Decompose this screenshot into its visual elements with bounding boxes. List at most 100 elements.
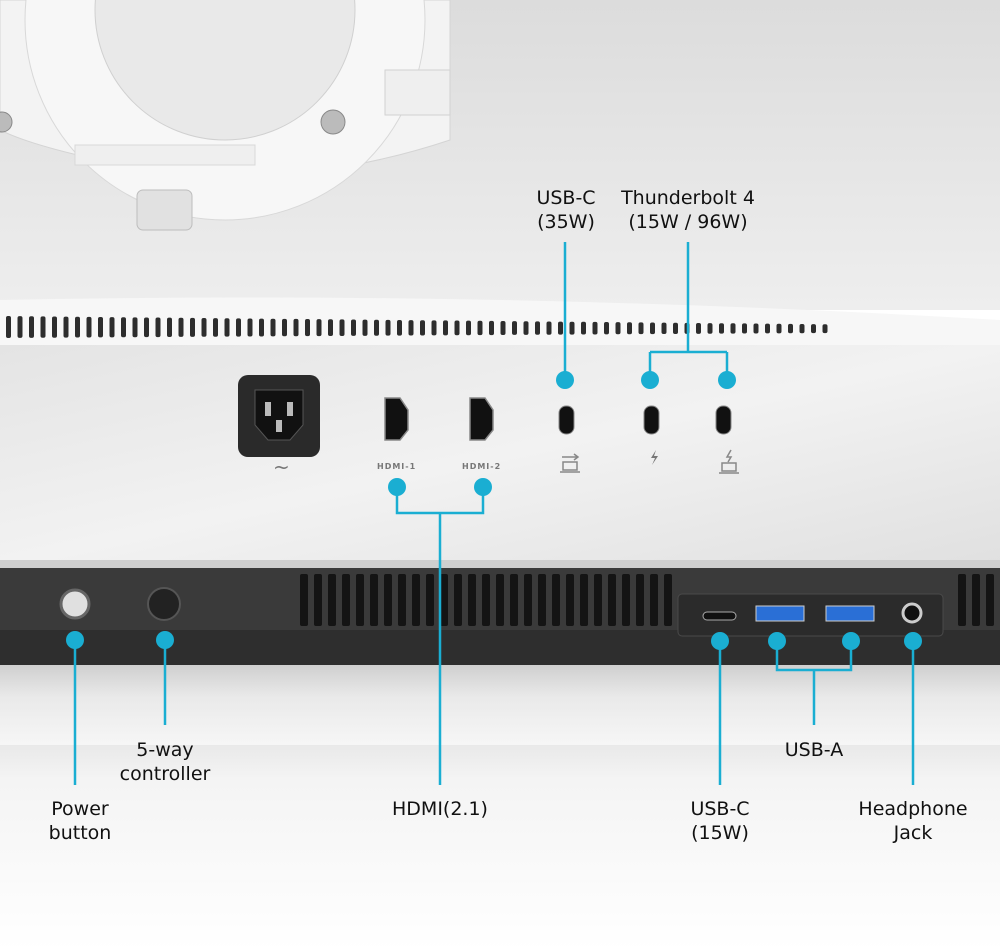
label-line: Jack — [893, 822, 933, 844]
callout-lines — [73, 242, 915, 785]
usba-port-2 — [825, 605, 875, 622]
callout-usbc-15w: USB-C(15W) — [690, 797, 749, 845]
vent-slot — [178, 317, 184, 337]
vent-slot — [440, 574, 448, 626]
label-line: USB-C — [690, 798, 750, 820]
hdmi2-port-label: HDMI-2 — [462, 462, 502, 471]
power-button[interactable] — [59, 588, 91, 620]
vent-slot — [496, 574, 504, 626]
vent-slot — [52, 316, 57, 338]
vent-slot — [454, 320, 460, 336]
vent-slot — [420, 320, 425, 336]
label-line: 5-way — [136, 739, 194, 761]
vent-slot — [822, 324, 828, 334]
vent-slot — [259, 318, 264, 337]
vent-slot — [305, 319, 310, 337]
stand-mount — [0, 0, 451, 231]
vent-slot — [569, 321, 575, 335]
five-way-controller[interactable] — [147, 587, 181, 621]
vent-slot — [650, 322, 655, 335]
vent-slot — [636, 574, 644, 626]
power-inlet — [238, 375, 320, 457]
vent-slot — [811, 324, 816, 334]
vent-slot — [627, 322, 632, 335]
thunderbolt-port-2 — [715, 405, 732, 435]
label-line: Headphone — [858, 798, 968, 820]
label-line: USB-C — [536, 187, 596, 209]
vent-slot — [385, 319, 391, 336]
vent-slot — [673, 322, 678, 334]
label-line: (15W) — [691, 822, 749, 844]
vent-slot — [566, 574, 574, 626]
callout-thunderbolt: Thunderbolt 4(15W / 96W) — [621, 186, 755, 234]
vent-slot — [356, 574, 364, 626]
usba-port-1 — [755, 605, 805, 622]
vent-slot — [510, 574, 518, 626]
vent-slot — [482, 574, 490, 626]
vent-slot — [155, 317, 161, 338]
vent-slot — [524, 574, 532, 626]
ac-symbol: ~ — [273, 455, 291, 479]
vent-slot — [466, 320, 471, 336]
vent-slot — [397, 319, 402, 336]
vent-slot — [282, 318, 287, 337]
vent-slot — [608, 574, 616, 626]
vent-slot — [753, 323, 759, 334]
vent-slot — [224, 318, 230, 337]
hdmi-port-2 — [469, 397, 494, 441]
vent-slot — [362, 319, 368, 336]
vent-slot — [247, 318, 253, 337]
label-line: (35W) — [537, 211, 595, 233]
vent-slot — [17, 316, 23, 338]
headphone-jack — [901, 602, 923, 624]
bolt-laptop-icon — [719, 449, 739, 474]
vent-slot — [489, 320, 494, 336]
label-line: Power — [51, 798, 109, 820]
vent-slot — [765, 323, 770, 334]
vent-slot — [109, 317, 115, 338]
vent-slot — [339, 319, 345, 336]
vent-slot — [236, 318, 241, 337]
vent-slot — [622, 574, 630, 626]
vent-slot — [270, 318, 276, 337]
vent-slot — [398, 574, 406, 626]
callout-usbc-35w: USB-C(35W) — [536, 186, 595, 234]
vent-slot — [799, 323, 805, 334]
vent-slot — [454, 574, 462, 626]
hdmi-port-1 — [384, 397, 409, 441]
vent-slot — [328, 574, 336, 626]
label-line: HDMI(2.1) — [392, 798, 488, 820]
vent-slot — [29, 316, 34, 338]
vent-slot — [374, 319, 379, 336]
usbc-port-15w — [702, 611, 737, 621]
vent-slot — [696, 322, 701, 334]
vent-slot — [552, 574, 560, 626]
vent-slot — [408, 320, 414, 336]
vent-slot — [604, 322, 609, 335]
vent-slot — [592, 321, 598, 335]
vent-slot — [986, 574, 994, 626]
label-line: USB-A — [784, 739, 844, 761]
vent-slot — [190, 317, 195, 337]
vent-slot — [523, 321, 529, 335]
vent-slot — [788, 323, 793, 334]
vent-slot — [167, 317, 172, 337]
vent-slot — [615, 322, 621, 335]
vent-slot — [661, 322, 667, 335]
vent-slot — [201, 318, 207, 337]
hdmi1-port-label: HDMI-1 — [377, 462, 417, 471]
vent-slot — [121, 317, 126, 338]
label-line: controller — [119, 763, 211, 785]
vent-slot — [972, 574, 980, 626]
vent-slot — [6, 316, 11, 338]
vent-slot — [328, 319, 333, 337]
vent-slot — [580, 574, 588, 626]
callout-dots — [66, 371, 922, 650]
thunderbolt-port-1 — [643, 405, 660, 435]
vent-slot — [538, 574, 546, 626]
label-line: (15W / 96W) — [628, 211, 748, 233]
vent-slot — [958, 574, 966, 626]
vent-slot — [351, 319, 356, 336]
